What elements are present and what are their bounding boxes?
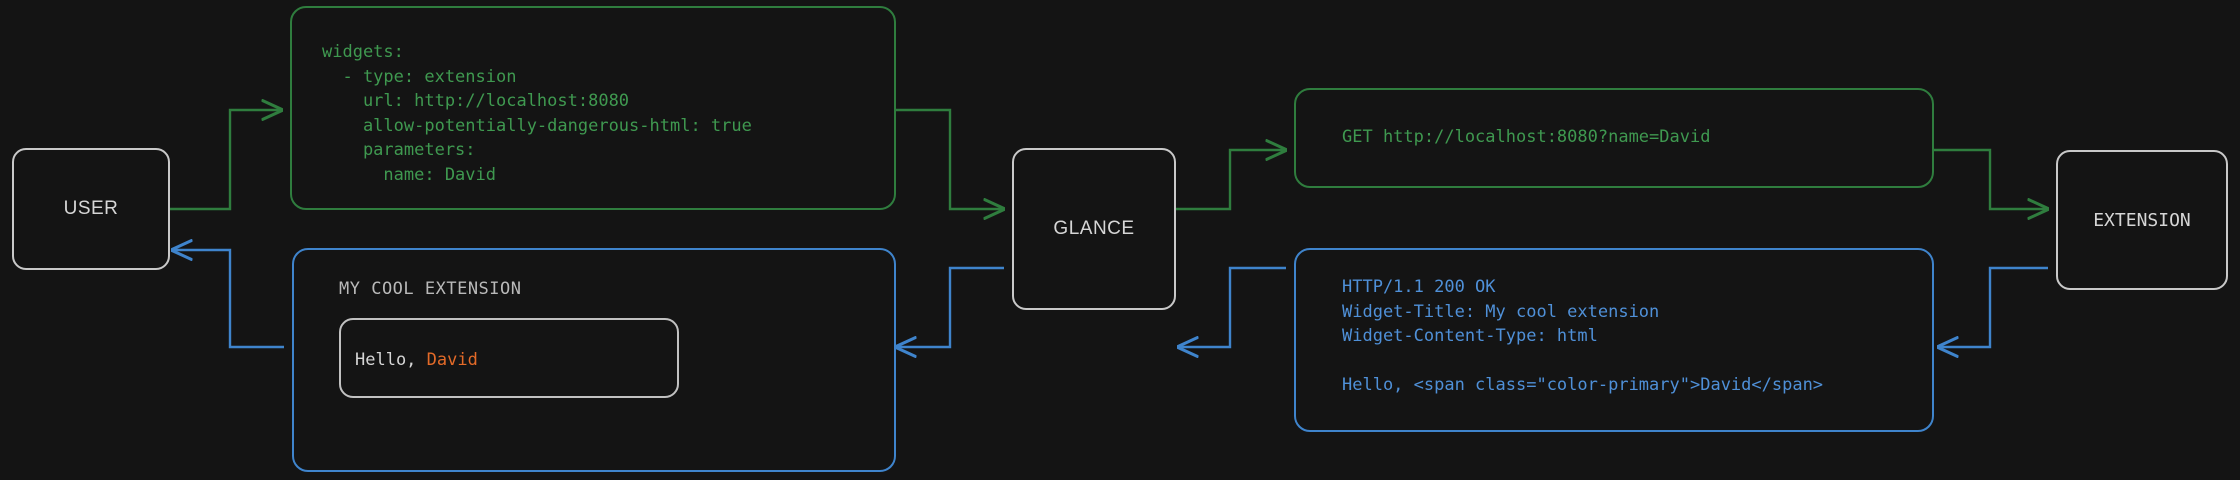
edge-user-to-config [170,110,282,211]
http-response-text: HTTP/1.1 200 OK Widget-Title: My cool ex… [1342,277,1824,395]
rendered-widget-greeting-prefix: Hello, [355,350,427,370]
node-extension-label: EXTENSION [2093,209,2191,231]
rendered-widget-title: MY COOL EXTENSION [339,279,522,299]
edge-response-to-glance [1178,266,1286,347]
rendered-widget-greeting: Hello, David [355,350,478,370]
node-glance[interactable]: GLANCE [1012,148,1176,310]
rendered-widget-content-frame: Hello, David [339,318,679,398]
node-glance-label: GLANCE [1053,218,1135,239]
edge-config-to-glance [896,108,1004,209]
edge-glance-to-widget [896,266,1004,347]
rendered-widget-greeting-name: David [426,350,478,370]
node-user[interactable]: USER [12,148,170,270]
http-response-box: HTTP/1.1 200 OK Widget-Title: My cool ex… [1294,248,1934,432]
edge-widget-to-user [172,250,284,349]
node-user-label: USER [63,198,119,219]
edge-glance-to-request [1176,150,1286,211]
config-yaml-text: widgets: - type: extension url: http://l… [322,42,752,185]
http-request-text: GET http://localhost:8080?name=David [1342,127,1711,147]
config-yaml-box: widgets: - type: extension url: http://l… [290,6,896,210]
edge-extension-to-response [1938,266,2048,347]
edge-request-to-extension [1932,148,2048,209]
rendered-widget-box: MY COOL EXTENSION Hello, David [292,248,896,472]
node-extension[interactable]: EXTENSION [2056,150,2228,290]
http-request-box: GET http://localhost:8080?name=David [1294,88,1934,188]
